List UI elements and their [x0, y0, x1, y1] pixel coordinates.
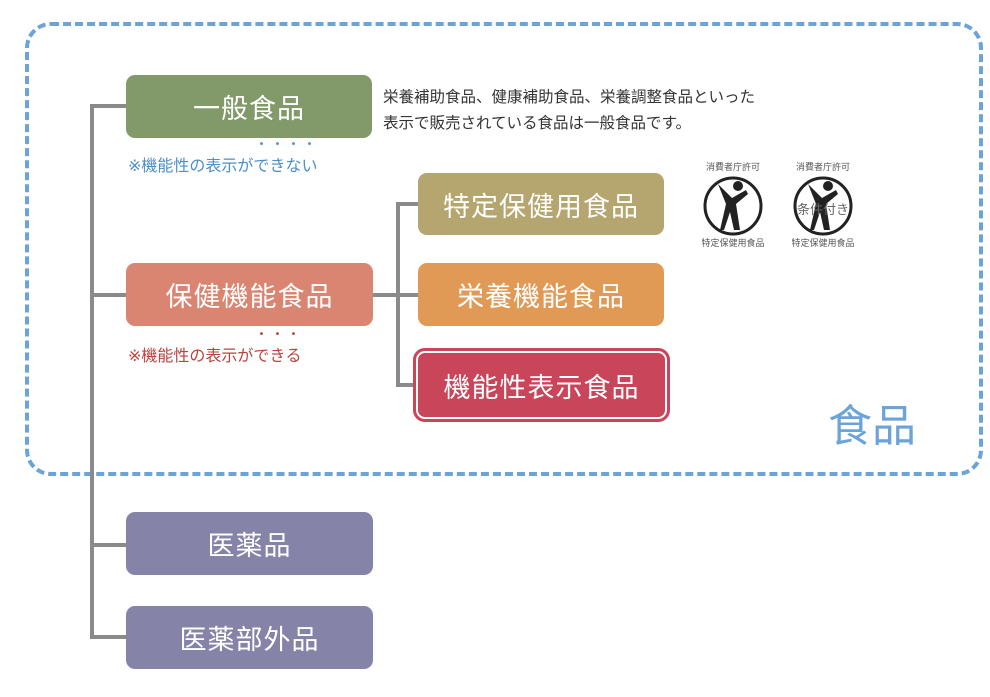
svg-text:特定保健用食品: 特定保健用食品 — [791, 237, 854, 248]
dotted-char: き — [269, 342, 285, 366]
connector-drugs — [90, 543, 126, 547]
svg-text:消費者庁許可: 消費者庁許可 — [796, 161, 850, 173]
description-line: 栄養補助食品、健康補助食品、栄養調整食品といった — [383, 88, 756, 106]
general-food-note: ※機能性の表示ができない — [128, 152, 317, 176]
svg-text:消費者庁許可: 消費者庁許可 — [706, 161, 760, 173]
dotted-char: な — [285, 152, 301, 176]
dotted-char: で — [253, 342, 269, 366]
note-text: ※機能性の表示が — [128, 346, 254, 365]
svg-text:条件付き: 条件付き — [797, 202, 849, 218]
connector-nutrient — [396, 293, 418, 297]
tokuho-box: 特定保健用食品 — [418, 173, 664, 235]
functional-claims-food-box: 機能性表示食品 — [413, 348, 670, 422]
general-food-box: 一般食品 — [126, 75, 372, 138]
nutrient-function-food-box: 栄養機能食品 — [418, 263, 664, 326]
dotted-char: で — [253, 152, 269, 176]
connector-tokuho — [396, 202, 418, 206]
general-food-description: 栄養補助食品、健康補助食品、栄養調整食品といった 表示で販売されている食品は一般… — [383, 84, 755, 136]
connector-health — [90, 293, 126, 297]
tokuho-mark-icon: 消費者庁許可 特定保健用食品 — [701, 161, 764, 248]
quasi-drugs-box: 医薬部外品 — [126, 606, 373, 669]
dotted-char: い — [301, 152, 317, 176]
dotted-char: き — [269, 152, 285, 176]
tokuho-conditional-mark-icon: 条件付き 消費者庁許可 特定保健用食品 — [791, 161, 854, 248]
description-line: 表示で販売されている食品は一般食品です。 — [383, 114, 691, 132]
svg-text:特定保健用食品: 特定保健用食品 — [701, 237, 764, 248]
drugs-box: 医薬品 — [126, 512, 373, 575]
connector-health-sub — [373, 293, 400, 297]
dotted-char: る — [285, 342, 301, 366]
health-function-food-note: ※機能性の表示ができる — [128, 342, 301, 366]
food-category-label: 食品 — [828, 401, 916, 452]
connector-quasi — [90, 635, 126, 639]
health-function-food-box: 保健機能食品 — [126, 263, 373, 326]
connector-general — [90, 104, 126, 108]
main-connector — [90, 104, 94, 639]
food-category-frame — [25, 22, 983, 476]
note-text: ※機能性の表示が — [128, 156, 254, 175]
connector-functional — [396, 383, 414, 387]
